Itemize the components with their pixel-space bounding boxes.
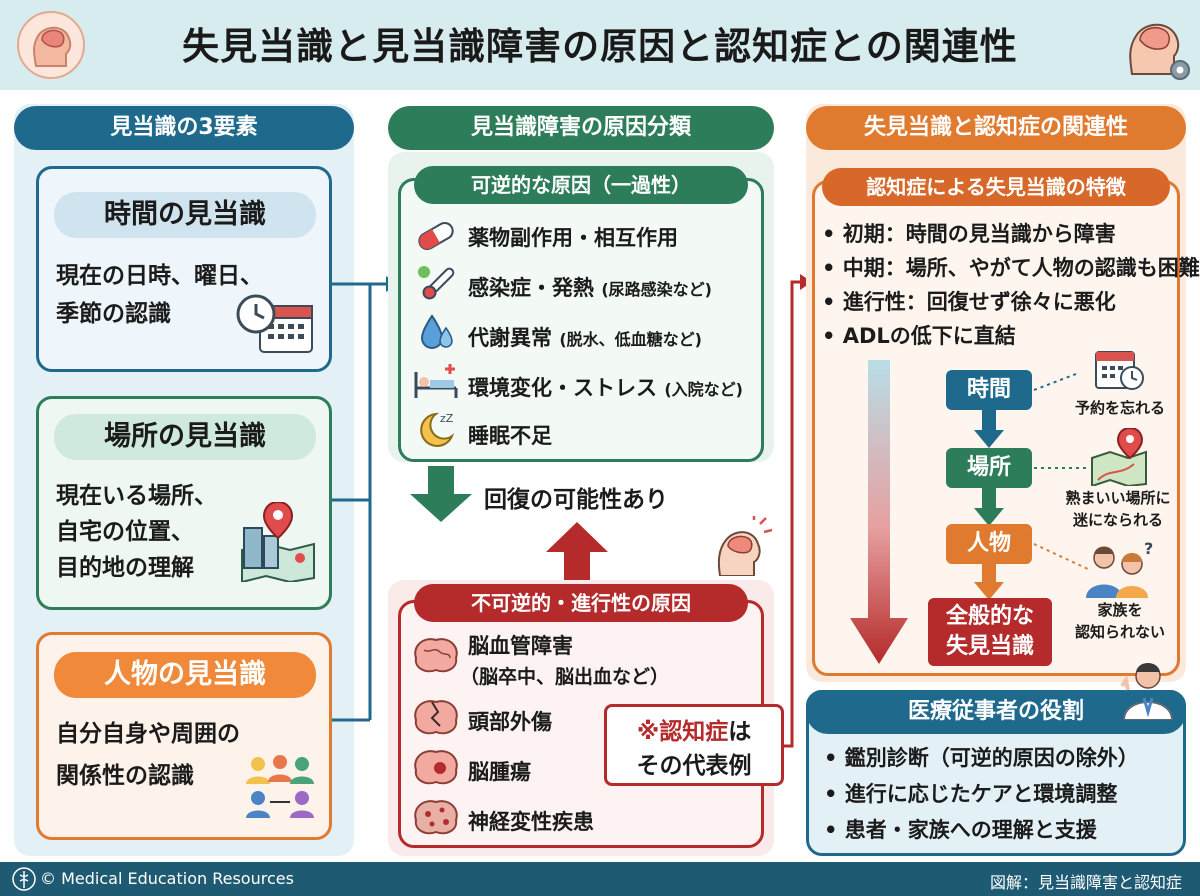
hospital-bed-icon [412,362,460,402]
reversible-causes-card [398,178,764,462]
pill-icon [414,218,458,254]
people-group-icon [242,752,318,822]
brain-tumor-icon [410,746,462,788]
note-place-line1: 熟まいい場所に [1065,489,1171,507]
flow-time-box: 時間 [946,370,1032,410]
flow-place-box: 場所 [946,448,1032,488]
dementia-features-label: 認知症による失見当識の特徴 [822,168,1170,206]
reversible-item-infection: 感染症・発熱 (尿路感染など) [468,276,712,300]
thermometer-icon [414,264,458,304]
place-orientation-title: 場所の見当識 [54,414,316,460]
header-bar [0,0,1200,90]
left-column-header: 見当識の3要素 [14,106,354,150]
feature-bullet-3: • 進行性：回復せず徐々に悪化 [822,290,1116,314]
note-place-line2: 迷になられる [1072,511,1163,529]
brain-trauma-icon [410,696,462,738]
calendar-clock-icon [1094,346,1146,392]
place-orientation-line3: 目的地の理解 [56,555,194,581]
footer-bar: © Medical Education Resources 図解：見当識障害と認… [0,862,1200,896]
flow-global-box: 全般的な 失見当識 [928,598,1052,666]
feature-bullet-2: • 中期：場所、やがて人物の認識も困難に [822,256,1200,280]
note-connectors [1033,373,1091,571]
flow-arrow-2 [974,488,1004,526]
feature-bullet-4: • ADLの低下に直結 [822,324,1016,348]
feature-bullet-1: • 初期：時間の見当識から障害 [822,222,1116,246]
family-confused-icon: ? [1082,539,1162,598]
page-title: 失見当識と見当識障害の原因と認知症との関連性 [182,25,1018,68]
footer-copyright: © Medical Education Resources [40,869,294,888]
irreversible-item-vascular-sub: （脳卒中、脳出血など） [460,666,670,688]
reversible-item-environment: 環境変化・ストレス (入院など) [468,376,743,400]
irreversible-item-neurodegenerative: 神経変性疾患 [468,810,594,834]
recovery-label: 回復の可能性あり [484,487,668,513]
reversible-item-metabolic: 代謝異常 (脱水、低血糖など) [468,326,702,350]
person-orientation-line2: 関係性の認識 [56,763,194,789]
callout-keyword: 認知症 [659,719,729,745]
irreversible-item-trauma: 頭部外傷 [468,710,552,734]
roles-header: 医療従事者の役割 [806,690,1186,734]
flow-person-box: 人物 [946,524,1032,564]
flow-global-line2: 失見当識 [945,634,1034,659]
note-person-line2: 認知られない [1074,623,1165,641]
flow-global-line1: 全般的な [945,604,1034,629]
middle-column-header: 見当識障害の原因分類 [388,106,774,150]
time-orientation-line1: 現在の日時、曜日、 [56,263,263,289]
reversible-causes-label: 可逆的な原因（一過性） [414,166,748,204]
note-time: 予約を忘れる [1074,399,1165,417]
moon-sleep-icon: zZ [414,408,458,448]
svg-text:zZ: zZ [440,412,454,425]
footer-caption: 図解：見当識障害と認知症 [989,873,1182,892]
clock-calendar-icon [236,292,316,356]
role-bullet-1: • 鑑別診断（可逆的原因の除外） [824,746,1139,770]
progression-gradient-arrow [850,360,908,664]
flow-arrow-1 [974,410,1004,448]
callout-suffix: は [728,719,752,745]
callout-mark: ※ [636,719,660,745]
brain-gear-icon [1118,8,1194,84]
map-pin-icon [1090,426,1150,488]
time-orientation-title: 時間の見当識 [54,192,316,238]
irreversible-causes-label: 不可逆的・進行性の原因 [414,584,748,622]
water-drop-icon [418,314,454,354]
person-orientation-line1: 自分自身や周囲の [56,721,240,747]
time-orientation-line2: 季節の認識 [56,301,171,327]
irreversible-item-vascular: 脳血管障害 [468,634,573,658]
note-person-line1: 家族を [1097,601,1143,619]
role-bullet-3: • 患者・家族への理解と支援 [824,818,1097,842]
alert-brain-icon [708,516,774,577]
brain-degeneration-icon [410,796,462,838]
irreversible-item-tumor: 脳腫瘍 [468,760,531,784]
role-bullet-2: • 進行に応じたケアと環境調整 [824,782,1118,806]
map-building-icon [238,500,318,584]
flow-arrow-3 [974,564,1004,600]
reversible-item-sleep: 睡眠不足 [468,424,552,448]
brain-vessel-icon [410,634,462,676]
reversible-item-drug: 薬物副作用・相互作用 [468,226,678,250]
head-profile-icon [16,10,86,80]
dementia-callout-line2: その代表例 [636,753,752,779]
right-column-header: 失見当識と認知症の関連性 [806,106,1186,150]
place-orientation-line2: 自宅の位置、 [56,519,194,545]
person-orientation-title: 人物の見当識 [54,652,316,698]
recovery-down-arrow [410,466,472,522]
dementia-callout-box [604,704,784,786]
caduceus-icon [12,867,36,891]
svg-text:?: ? [1144,540,1153,558]
dementia-callout-line1: ※認知症は [604,712,784,746]
doctor-icon [1116,656,1180,721]
irreversible-up-arrow [546,522,608,584]
place-orientation-line1: 現在いる場所、 [56,483,217,509]
